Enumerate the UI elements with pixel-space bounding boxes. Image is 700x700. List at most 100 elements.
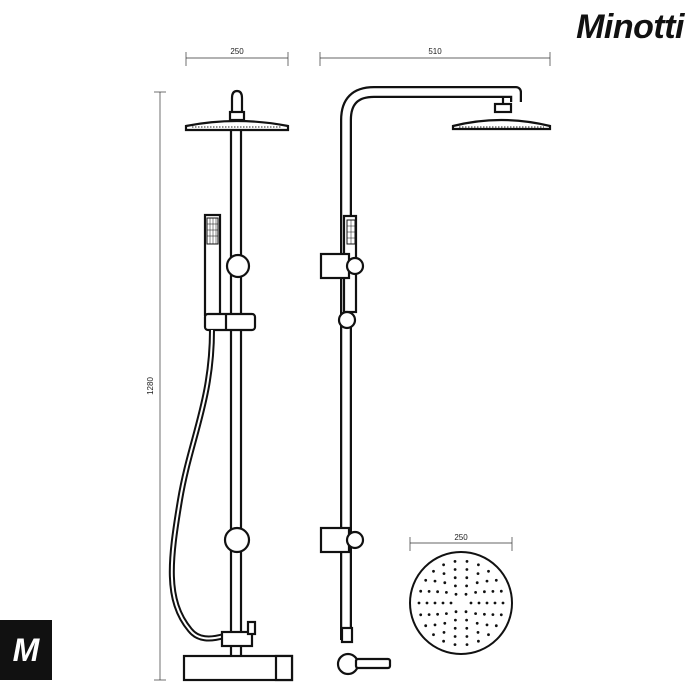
nozzle-dot (454, 592, 458, 596)
nozzle-dot (453, 643, 457, 646)
nozzle-dot (465, 560, 469, 563)
nozzle-dot (464, 610, 468, 614)
front-hose (168, 329, 225, 642)
nozzle-dot (465, 635, 469, 638)
nozzle-dot (475, 621, 479, 625)
nozzle-dot (483, 590, 486, 594)
nozzle-dot (445, 612, 448, 615)
nozzle-dot (499, 613, 503, 617)
nozzle-dot (494, 578, 498, 582)
side-view (319, 86, 552, 676)
dimension-front-width: 250 (185, 47, 289, 66)
front-upper-bracket-knob (225, 253, 251, 279)
nozzle-dot (485, 579, 489, 583)
nozzle-dot (454, 610, 458, 614)
nozzle-dot (465, 618, 468, 622)
nozzle-dot (419, 613, 423, 617)
nozzle-dot (424, 624, 428, 628)
side-upper-holder-knob (345, 256, 365, 276)
dimension-front-width-label: 250 (230, 47, 244, 56)
nozzle-dot (477, 639, 480, 643)
nozzle-dot (474, 612, 477, 615)
nozzle-dot (443, 621, 447, 625)
nozzle-dot (487, 569, 490, 573)
nozzle-dot (433, 601, 437, 605)
dimension-side-width-label: 510 (428, 47, 442, 56)
nozzle-dot (427, 613, 431, 616)
side-mixer-lever (354, 657, 392, 670)
nozzle-dot (449, 601, 453, 605)
front-slider-holder (203, 312, 257, 332)
front-riser-pipe (229, 118, 243, 662)
nozzle-dot (499, 589, 503, 593)
nozzle-dot (442, 563, 445, 567)
nozzle-dot (442, 639, 445, 643)
side-bottom-connector (340, 626, 354, 644)
dimension-head-diameter: 250 (409, 533, 513, 551)
dimension-head-diameter-label: 250 (454, 533, 468, 542)
nozzle-dot (432, 633, 435, 637)
nozzle-dot (491, 590, 495, 593)
nozzle-dot (453, 635, 457, 638)
side-upper-holder (319, 252, 351, 280)
nozzle-dot (427, 590, 431, 593)
nozzle-dot (465, 568, 469, 571)
nozzle-dot (417, 601, 421, 605)
nozzle-dot (474, 591, 477, 594)
nozzle-dot (475, 581, 479, 585)
nozzle-dot (501, 601, 505, 605)
nozzle-dot (442, 631, 446, 634)
front-mixer-handle (274, 654, 294, 682)
nozzle-dot (424, 578, 428, 582)
front-lower-bracket-knob (223, 526, 251, 554)
front-head-nut (228, 110, 246, 122)
side-head-connector (493, 102, 513, 114)
front-head-connector (230, 89, 244, 118)
nozzle-dot (476, 572, 480, 575)
nozzle-dot (454, 618, 457, 622)
nozzle-dot (436, 612, 439, 616)
top-view-nozzles (417, 560, 505, 646)
nozzle-dot (465, 584, 468, 588)
nozzle-dot (453, 626, 457, 630)
nozzle-dot (454, 584, 457, 588)
brand-mark-logo: M (0, 620, 52, 680)
nozzle-dot (432, 569, 435, 573)
nozzle-dot (485, 601, 489, 605)
side-lower-holder-knob (345, 530, 365, 550)
brand-logo: Minotti (576, 8, 684, 46)
nozzle-dot (477, 601, 481, 605)
nozzle-dot (419, 589, 423, 593)
nozzle-dot (483, 612, 486, 616)
shower-head-top-view (409, 551, 513, 655)
nozzle-dot (443, 581, 447, 585)
nozzle-dot (433, 579, 437, 583)
front-view (168, 89, 294, 682)
nozzle-dot (494, 624, 498, 628)
dimension-total-height-label: 1280 (146, 377, 155, 395)
nozzle-dot (476, 631, 480, 634)
nozzle-dot (477, 563, 480, 567)
front-diverter (220, 630, 254, 648)
nozzle-dot (453, 568, 457, 571)
nozzle-dot (465, 576, 469, 580)
dimension-side-width: 510 (319, 47, 551, 66)
side-shower-head (451, 118, 552, 131)
nozzle-dot (453, 576, 457, 580)
side-lower-holder (319, 526, 351, 554)
nozzle-dot (433, 623, 437, 627)
front-shower-head (184, 119, 290, 132)
nozzle-dot (465, 626, 469, 630)
front-diverter-knob (246, 620, 257, 636)
side-arm (340, 86, 522, 640)
nozzle-dot (436, 590, 439, 594)
nozzle-dot (469, 601, 473, 605)
nozzle-dot (491, 613, 495, 616)
nozzle-dot (425, 601, 429, 605)
nozzle-dot (445, 591, 448, 594)
nozzle-dot (487, 633, 490, 637)
nozzle-dot (493, 601, 497, 605)
dimension-total-height: 1280 (146, 91, 166, 681)
